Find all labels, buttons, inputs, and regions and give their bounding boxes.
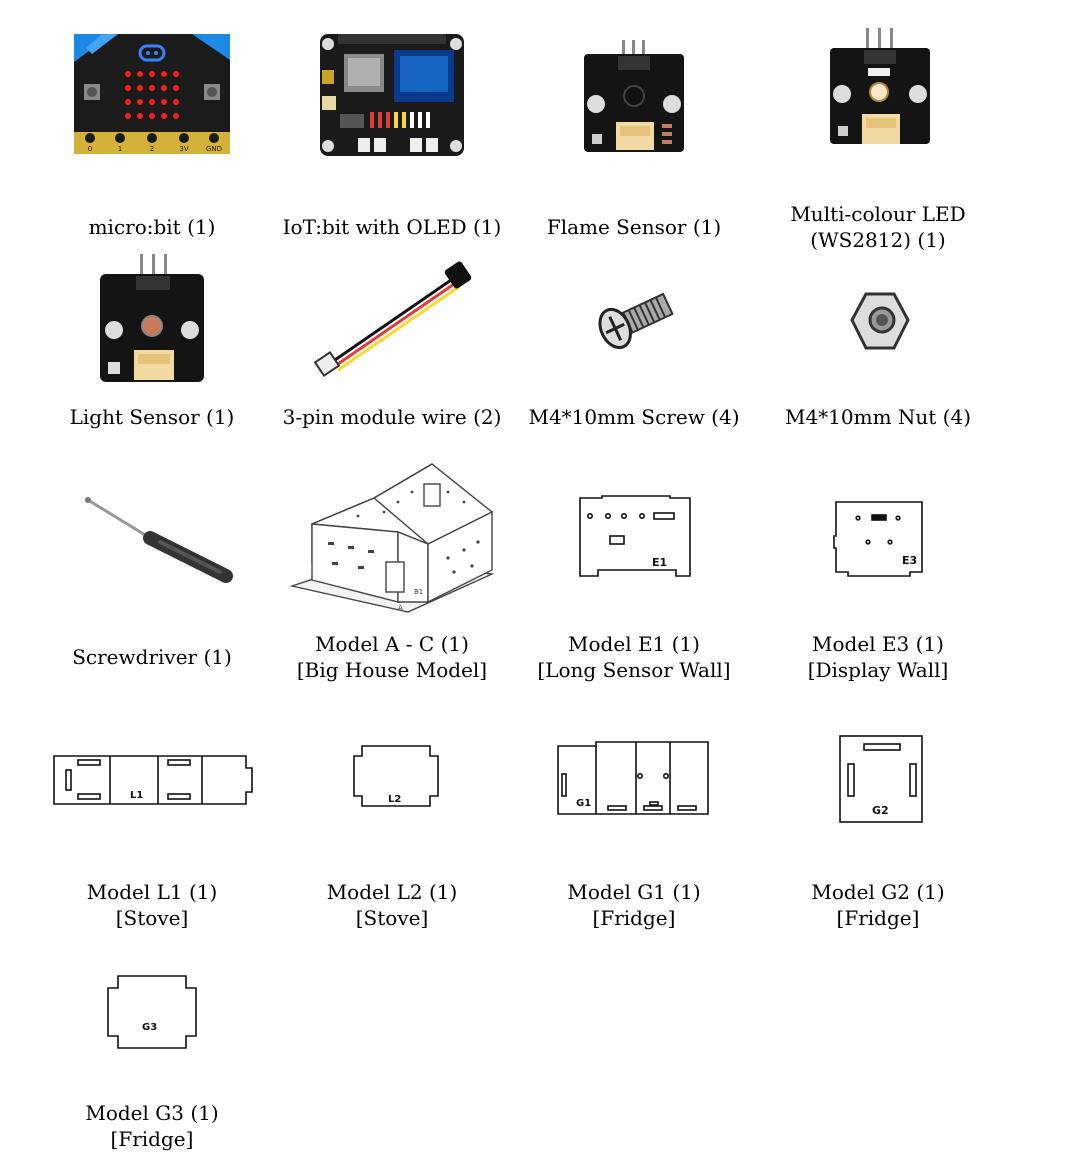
panel-g1-icon: G1 bbox=[556, 740, 712, 816]
caption-line: Model E1 (1) bbox=[568, 632, 700, 656]
caption-line: Model L2 (1) bbox=[326, 880, 458, 904]
caption-line: Model G1 (1) bbox=[567, 880, 701, 904]
item-caption: Flame Sensor (1) bbox=[514, 214, 754, 240]
item-caption: Screwdriver (1) bbox=[32, 644, 272, 670]
pin-label: GND bbox=[206, 145, 222, 153]
caption-line: 3-pin module wire (2) bbox=[282, 405, 502, 429]
item-caption: IoT:bit with OLED (1) bbox=[272, 214, 512, 240]
caption-line: Light Sensor (1) bbox=[69, 405, 235, 429]
caption-line: Model A - C (1) bbox=[315, 632, 469, 656]
item-caption: Model L1 (1) [Stove] bbox=[32, 879, 272, 931]
item-caption: Light Sensor (1) bbox=[32, 404, 272, 430]
nut-icon bbox=[848, 290, 912, 354]
item-caption: micro:bit (1) bbox=[32, 214, 272, 240]
screwdriver-icon bbox=[80, 494, 236, 586]
house-part-label: B1 bbox=[414, 588, 423, 596]
pin-label: 0 bbox=[88, 145, 92, 153]
item-caption: Model G3 (1) [Fridge] bbox=[32, 1100, 272, 1152]
item-caption: Model A - C (1) [Big House Model] bbox=[272, 631, 512, 683]
panel-l1-icon: L1 bbox=[52, 754, 256, 806]
caption-line: [Stove] bbox=[115, 906, 189, 930]
screw-icon bbox=[592, 286, 680, 356]
caption-line: M4*10mm Nut (4) bbox=[784, 405, 972, 429]
item-caption: Multi-colour LED (WS2812) (1) bbox=[758, 201, 998, 253]
panel-g3-icon: G3 bbox=[104, 974, 200, 1052]
microbit-board-icon: 0 1 2 3V GND bbox=[72, 32, 232, 158]
caption-line: (WS2812) (1) bbox=[810, 228, 946, 252]
pin-label: 3V bbox=[179, 145, 188, 153]
panel-g2-icon: G2 bbox=[838, 734, 924, 824]
panel-label: E3 bbox=[902, 554, 917, 567]
caption-line: [Stove] bbox=[355, 906, 429, 930]
caption-line: [Big House Model] bbox=[296, 658, 488, 682]
panel-label: E1 bbox=[652, 556, 667, 569]
caption-line: [Fridge] bbox=[110, 1127, 194, 1151]
panel-e3-icon: E3 bbox=[832, 500, 926, 580]
caption-line: Model G3 (1) bbox=[85, 1101, 219, 1125]
caption-line: Model G2 (1) bbox=[811, 880, 945, 904]
panel-e1-icon: E1 bbox=[578, 494, 694, 580]
flame-sensor-icon bbox=[582, 38, 686, 154]
rgb-led-module-icon bbox=[828, 26, 932, 154]
item-caption: M4*10mm Nut (4) bbox=[758, 404, 998, 430]
caption-line: [Fridge] bbox=[836, 906, 920, 930]
caption-line: [Fridge] bbox=[592, 906, 676, 930]
caption-line: micro:bit (1) bbox=[88, 215, 216, 239]
item-caption: M4*10mm Screw (4) bbox=[514, 404, 754, 430]
caption-line: Model L1 (1) bbox=[86, 880, 218, 904]
caption-line: IoT:bit with OLED (1) bbox=[282, 215, 502, 239]
panel-label: L1 bbox=[130, 790, 143, 801]
caption-line: Model E3 (1) bbox=[812, 632, 944, 656]
pin-label: 1 bbox=[118, 145, 122, 153]
light-sensor-icon bbox=[98, 252, 206, 384]
panel-label: G2 bbox=[872, 804, 889, 817]
caption-line: Screwdriver (1) bbox=[72, 645, 232, 669]
house-part-label: A bbox=[398, 604, 403, 612]
panel-label: G3 bbox=[142, 1022, 157, 1033]
caption-line: M4*10mm Screw (4) bbox=[528, 405, 740, 429]
caption-line: [Long Sensor Wall] bbox=[537, 658, 731, 682]
item-caption: 3-pin module wire (2) bbox=[272, 404, 512, 430]
item-caption: Model G1 (1) [Fridge] bbox=[514, 879, 754, 931]
panel-l2-icon: L2 bbox=[352, 744, 440, 810]
item-caption: Model E1 (1) [Long Sensor Wall] bbox=[514, 631, 754, 683]
item-caption: Model G2 (1) [Fridge] bbox=[758, 879, 998, 931]
panel-label: L2 bbox=[388, 794, 401, 805]
item-caption: Model E3 (1) [Display Wall] bbox=[758, 631, 998, 683]
wire-icon bbox=[312, 260, 474, 384]
house-model-icon: B1 A bbox=[288, 462, 496, 618]
panel-label: G1 bbox=[576, 798, 591, 809]
pin-label: 2 bbox=[150, 145, 154, 153]
caption-line: Multi-colour LED bbox=[790, 202, 966, 226]
caption-line: Flame Sensor (1) bbox=[546, 215, 722, 239]
item-caption: Model L2 (1) [Stove] bbox=[272, 879, 512, 931]
iot-bit-board-icon bbox=[318, 30, 466, 160]
caption-line: [Display Wall] bbox=[807, 658, 949, 682]
